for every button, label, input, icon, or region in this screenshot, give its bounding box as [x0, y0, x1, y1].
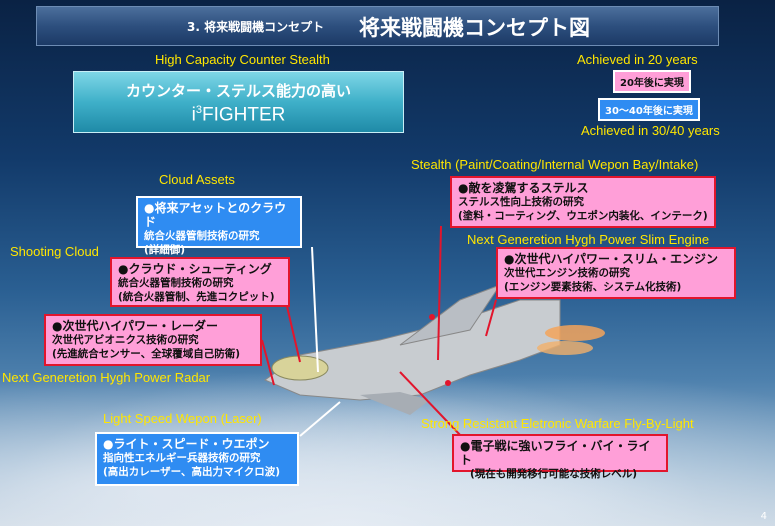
radar-box: ●次世代ハイパワー・レーダー 次世代アビオニクス技術の研究 (先進統合センサー、…: [44, 314, 262, 366]
cloud-assets-label: Cloud Assets: [159, 172, 235, 187]
fbl-box: ●電子戦に強いフライ・バイ・ライト (現在も開発移行可能な技術レベル): [452, 434, 668, 480]
cloud-assets-box: ●将来アセットとのクラウド 統合火器管制技術の研究 (詳細御): [136, 196, 302, 256]
stealth-heading: ●敵を凌駕するステルス: [458, 181, 589, 195]
cloud-assets-line1: 統合火器管制技術の研究: [144, 230, 260, 242]
page-number: 4: [760, 511, 767, 522]
panel-line2: i3FIGHTER: [191, 104, 286, 126]
engine-box: ●次世代ハイパワー・スリム・エンジン 次世代エンジン技術の研究 (エンジン要素技…: [496, 247, 736, 299]
line-laser: [299, 401, 341, 437]
badge-20-years: 20年後に実現: [613, 70, 691, 93]
laser-box: ●ライト・スピード・ウエポン 指向性エネルギー兵器技術の研究 (高出カレーザー、…: [95, 432, 299, 486]
fbl-heading: ●電子戦に強いフライ・バイ・ライト: [460, 439, 651, 467]
engine-line1: 次世代エンジン技術の研究: [504, 267, 630, 279]
line-cloud-assets: [311, 246, 319, 373]
shooting-cloud-box: ●クラウド・シューティング 統合火器管制技術の研究 (統合火器管制、先進コクピッ…: [110, 257, 290, 307]
achieved-3040-label: Achieved in 30/40 years: [581, 123, 720, 138]
engine-line2: (エンジン要素技術、システム化技術): [504, 281, 682, 293]
shooting-cloud-line2: (統合火器管制、先進コクピット): [118, 291, 275, 303]
fbl-label: Strong Resistant Eletronic Warfare Fly-B…: [421, 416, 694, 431]
title-small: 3. 将来戦闘機コンセプト: [187, 20, 325, 34]
engine-label: Next Generetion Hygh Power Slim Engine: [467, 232, 710, 247]
radar-label: Next Generetion Hygh Power Radar: [2, 370, 211, 385]
stealth-line2: (塗料・コーティング、ウエポン内装化、インテーク): [458, 210, 708, 222]
subtitle-en: High Capacity Counter Stealth: [155, 52, 330, 67]
badge-30-40-years: 30〜40年後に実現: [598, 98, 700, 121]
stealth-box: ●敵を凌駕するステルス ステルス性向上技術の研究 (塗料・コーティング、ウエポン…: [450, 176, 716, 228]
laser-line2: (高出カレーザー、高出力マイクロ波): [103, 466, 281, 478]
fighter-panel: カウンター・ステルス能力の高い i3FIGHTER: [73, 71, 404, 133]
laser-label: Light Speed Wepon (Laser): [103, 411, 262, 426]
shooting-cloud-line1: 統合火器管制技術の研究: [118, 277, 234, 289]
fighter-aircraft: [263, 283, 605, 415]
line-radar: [261, 339, 275, 386]
line-engine: [485, 299, 497, 337]
title-bar: 3. 将来戦闘機コンセプト 将来戦闘機コンセプト図: [36, 6, 719, 46]
stealth-label: Stealth (Paint/Coating/Internal Wepon Ba…: [411, 157, 699, 172]
line-shooting-cloud: [285, 301, 301, 363]
engine-heading: ●次世代ハイパワー・スリム・エンジン: [504, 252, 718, 266]
page-title: 将来戦闘機コンセプト図: [359, 16, 590, 40]
shooting-cloud-label: Shooting Cloud: [10, 244, 99, 259]
radar-heading: ●次世代ハイパワー・レーダー: [52, 319, 218, 333]
radar-line1: 次世代アビオニクス技術の研究: [52, 334, 199, 346]
radar-line2: (先進統合センサー、全球覆域自己防衛): [52, 348, 240, 360]
stealth-line1: ステルス性向上技術の研究: [458, 196, 584, 208]
line-fbl: [399, 371, 463, 438]
cloud-assets-heading: ●将来アセットとのクラウド: [144, 201, 287, 229]
achieved-20-label: Achieved in 20 years: [577, 52, 698, 67]
laser-line1: 指向性エネルギー兵器技術の研究: [103, 452, 261, 464]
shooting-cloud-heading: ●クラウド・シューティング: [118, 262, 272, 276]
laser-heading: ●ライト・スピード・ウエポン: [103, 437, 270, 451]
panel-line1: カウンター・ステルス能力の高い: [125, 82, 351, 100]
cloud-assets-line2: (詳細御): [144, 244, 186, 256]
fbl-line1: (現在も開発移行可能な技術レベル): [470, 468, 638, 480]
line-stealth: [437, 225, 442, 361]
